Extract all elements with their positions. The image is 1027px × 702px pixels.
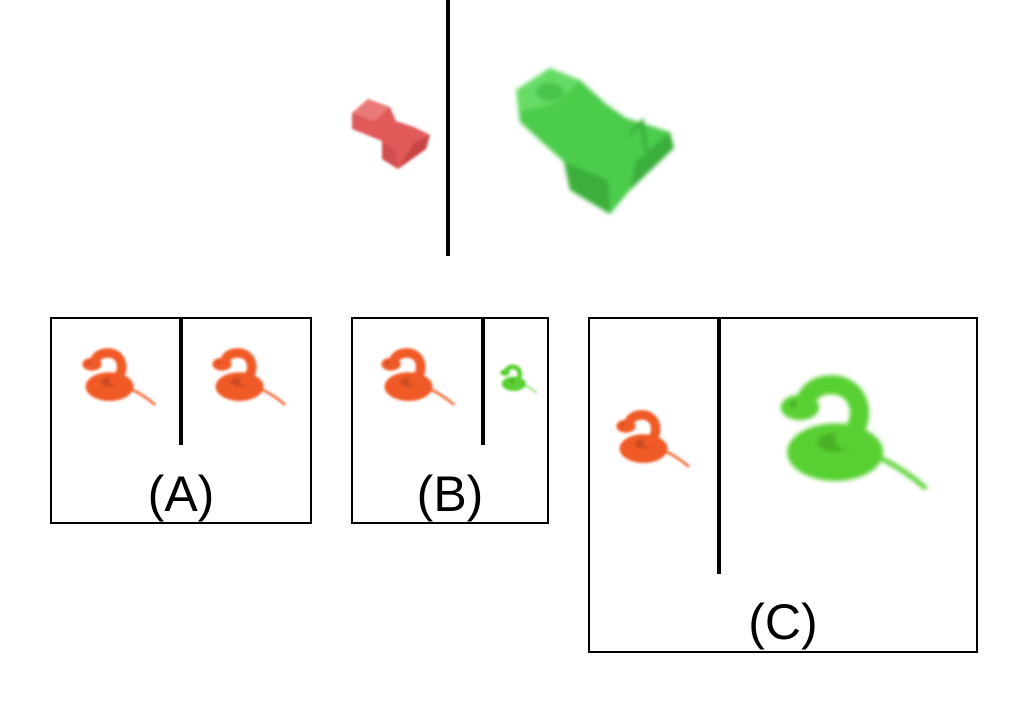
green-snake-icon xyxy=(768,369,928,497)
option-c-label: (C) xyxy=(748,594,818,650)
green-block-icon xyxy=(516,68,674,214)
option-a-box[interactable]: (A) xyxy=(50,317,312,524)
option-b-label: (B) xyxy=(416,466,484,522)
option-c-box[interactable]: (C) xyxy=(588,317,978,653)
green-snake-icon xyxy=(497,363,537,395)
orange-snake-icon xyxy=(610,407,690,471)
top-divider xyxy=(446,0,450,256)
red-block-icon xyxy=(352,99,430,169)
option-c-divider xyxy=(717,319,721,574)
option-a-label: (A) xyxy=(147,466,215,522)
option-b-box[interactable]: (B) xyxy=(351,317,549,524)
orange-snake-icon xyxy=(206,345,286,409)
option-a-divider xyxy=(179,319,183,445)
top-panel xyxy=(330,0,690,260)
option-b-divider xyxy=(481,319,485,445)
orange-snake-icon xyxy=(76,345,156,409)
orange-snake-icon xyxy=(375,345,455,409)
